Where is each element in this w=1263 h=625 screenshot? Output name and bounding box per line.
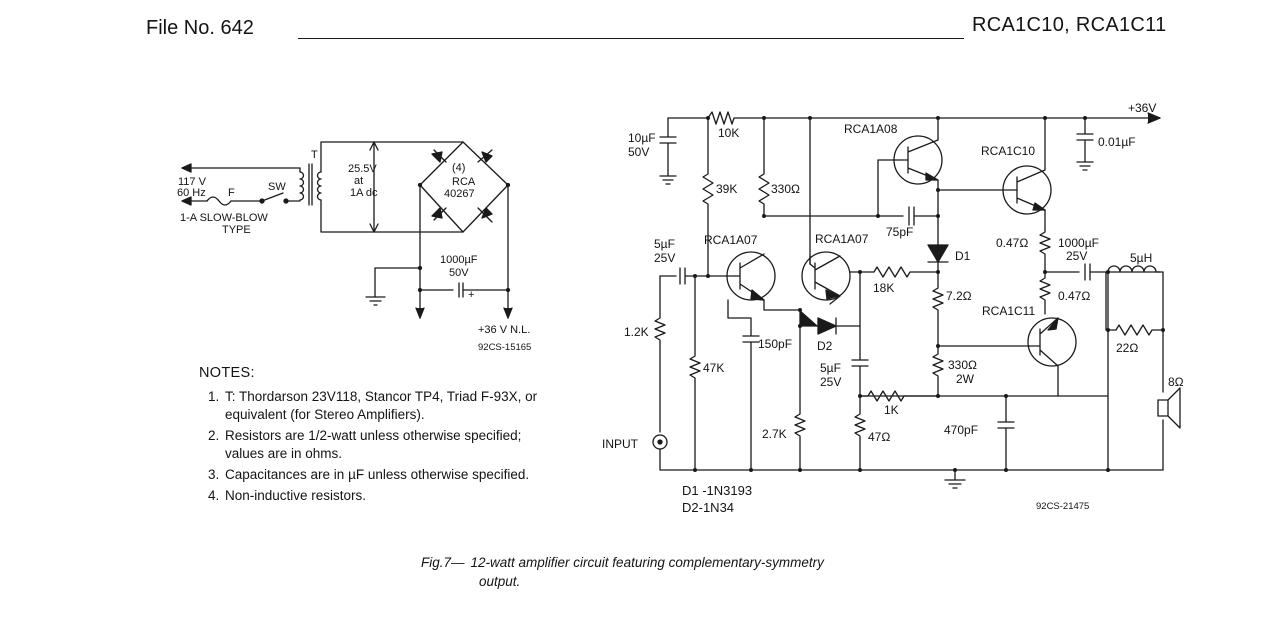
r-47: 47Ω [868, 430, 890, 444]
amplifier-schematic: +36V 10µF 50V 10K RCA1A08 RCA1C10 0.01µF… [602, 101, 1184, 515]
notes-title: NOTES: [199, 365, 255, 381]
bridge-part: 40267 [444, 188, 475, 200]
l-5uh [1107, 265, 1164, 273]
file-number: File No. 642 [146, 17, 254, 39]
c-1000uf-voltage: 25V [1066, 249, 1087, 263]
switch-symbol [261, 192, 284, 202]
r-1k: 1K [884, 403, 899, 417]
line-frequency: 60 Hz [177, 187, 206, 199]
bridge-qty: (4) [452, 162, 465, 174]
bridge-brand: RCA [452, 176, 476, 188]
fuse-label: F [228, 187, 235, 199]
c-470pf: 470pF [944, 423, 978, 437]
r-39k: 39K [716, 182, 737, 196]
power-supply-schematic: 117 V 60 Hz F SW 1-A SLOW-BLOW TYPE T 25… [177, 141, 531, 353]
amplifier-figure-code: 92CS-21475 [1036, 501, 1089, 512]
c-10uf [659, 117, 677, 185]
figure-caption: Fig.7— 12-watt amplifier circuit featurin… [421, 553, 824, 591]
note-item: T: Thordarson 23V118, Stancor TP4, Triad… [223, 388, 539, 424]
bridge-rectifier [431, 149, 493, 223]
figure-number: Fig.7— [421, 555, 465, 570]
c-10uf-value: 10µF [628, 131, 656, 145]
fuse-type-2: TYPE [222, 224, 251, 236]
header-rule [298, 38, 964, 39]
filter-cap-value: 1000µF [440, 254, 478, 266]
transformer-label: T [311, 149, 318, 161]
r-12k: 1.2K [624, 325, 649, 339]
caption-line-2: output. [479, 574, 521, 589]
r-330-2w-value: 330Ω [948, 358, 977, 372]
supply-output: +36 V N.L. [478, 324, 530, 336]
fuse-symbol [206, 196, 232, 206]
c-5uf-in-voltage: 25V [654, 251, 675, 265]
transformer-secondary [316, 171, 322, 201]
r-72: 7.2Ω [946, 289, 972, 303]
r-18k: 18K [873, 281, 894, 295]
q-rca1a07-right [801, 251, 851, 301]
l-5uh-label: 5µH [1130, 251, 1152, 265]
d1-label: D1 [955, 249, 971, 263]
q-rca1c11 [1027, 317, 1077, 367]
c-5uf-fb-voltage: 25V [820, 375, 841, 389]
supply-rail: +36V [1128, 101, 1156, 115]
c-150pf: 150pF [758, 337, 792, 351]
device-numbers: RCA1C10, RCA1C11 [972, 14, 1167, 36]
q-rca1c11-label: RCA1C11 [982, 304, 1035, 318]
r-047a: 0.47Ω [996, 236, 1028, 250]
c-001uf-value: 0.01µF [1098, 135, 1136, 149]
d1-part: D1 -1N3193 [682, 483, 752, 498]
secondary-at: at [354, 175, 363, 187]
r-22: 22Ω [1116, 341, 1138, 355]
note-item: Non-inductive resistors. [223, 487, 539, 505]
notes-section: NOTES: T: Thordarson 23V118, Stancor TP4… [199, 364, 539, 508]
r-27k: 2.7K [762, 427, 787, 441]
c-75pf: 75pF [886, 225, 913, 239]
q-rca1a07-right-label: RCA1A07 [815, 232, 869, 246]
diode-d1 [927, 244, 949, 263]
line-voltage: 117 V [178, 176, 207, 188]
secondary-current: 1A dc [350, 187, 378, 199]
caption-line-1: 12-watt amplifier circuit featuring comp… [470, 555, 824, 570]
c-1000uf-value: 1000µF [1058, 236, 1099, 250]
c-5uf-in-value: 5µF [654, 237, 675, 251]
d2-label: D2 [817, 339, 833, 353]
q-rca1a07-left-label: RCA1A07 [704, 233, 758, 247]
fuse-type-1: 1-A SLOW-BLOW [180, 212, 268, 224]
r-10k: 10K [718, 126, 739, 140]
speaker-impedance: 8Ω [1168, 375, 1184, 389]
switch-label: SW [268, 181, 286, 193]
filter-capacitor [419, 282, 509, 298]
filter-cap-voltage: 50V [449, 267, 469, 279]
q-rca1a08 [893, 135, 943, 185]
r-330: 330Ω [771, 182, 800, 196]
notes-list: T: Thordarson 23V118, Stancor TP4, Triad… [199, 388, 539, 505]
diode-d2 [799, 309, 861, 335]
d2-part: D2-1N34 [682, 500, 734, 515]
note-item: Resistors are 1/2-watt unless otherwise … [223, 427, 539, 463]
c-10uf-voltage: 50V [628, 145, 649, 159]
supply-figure-code: 92CS-15165 [478, 342, 531, 353]
note-item: Capacitances are in µF unless otherwise … [223, 466, 539, 484]
c-001uf [1076, 117, 1094, 171]
q-rca1a08-label: RCA1A08 [844, 122, 898, 136]
q-rca1a07-left [726, 251, 776, 301]
r-047b: 0.47Ω [1058, 289, 1090, 303]
speaker [1157, 399, 1169, 417]
secondary-voltage: 25.5V [348, 163, 377, 175]
c-5uf-fb-value: 5µF [820, 361, 841, 375]
transformer-primary [299, 167, 305, 201]
r-330-2w-rating: 2W [956, 372, 975, 386]
input-label: INPUT [602, 437, 639, 451]
q-rca1c10-label: RCA1C10 [981, 144, 1035, 158]
filter-cap-plus: + [468, 289, 474, 301]
r-47k: 47K [703, 361, 724, 375]
